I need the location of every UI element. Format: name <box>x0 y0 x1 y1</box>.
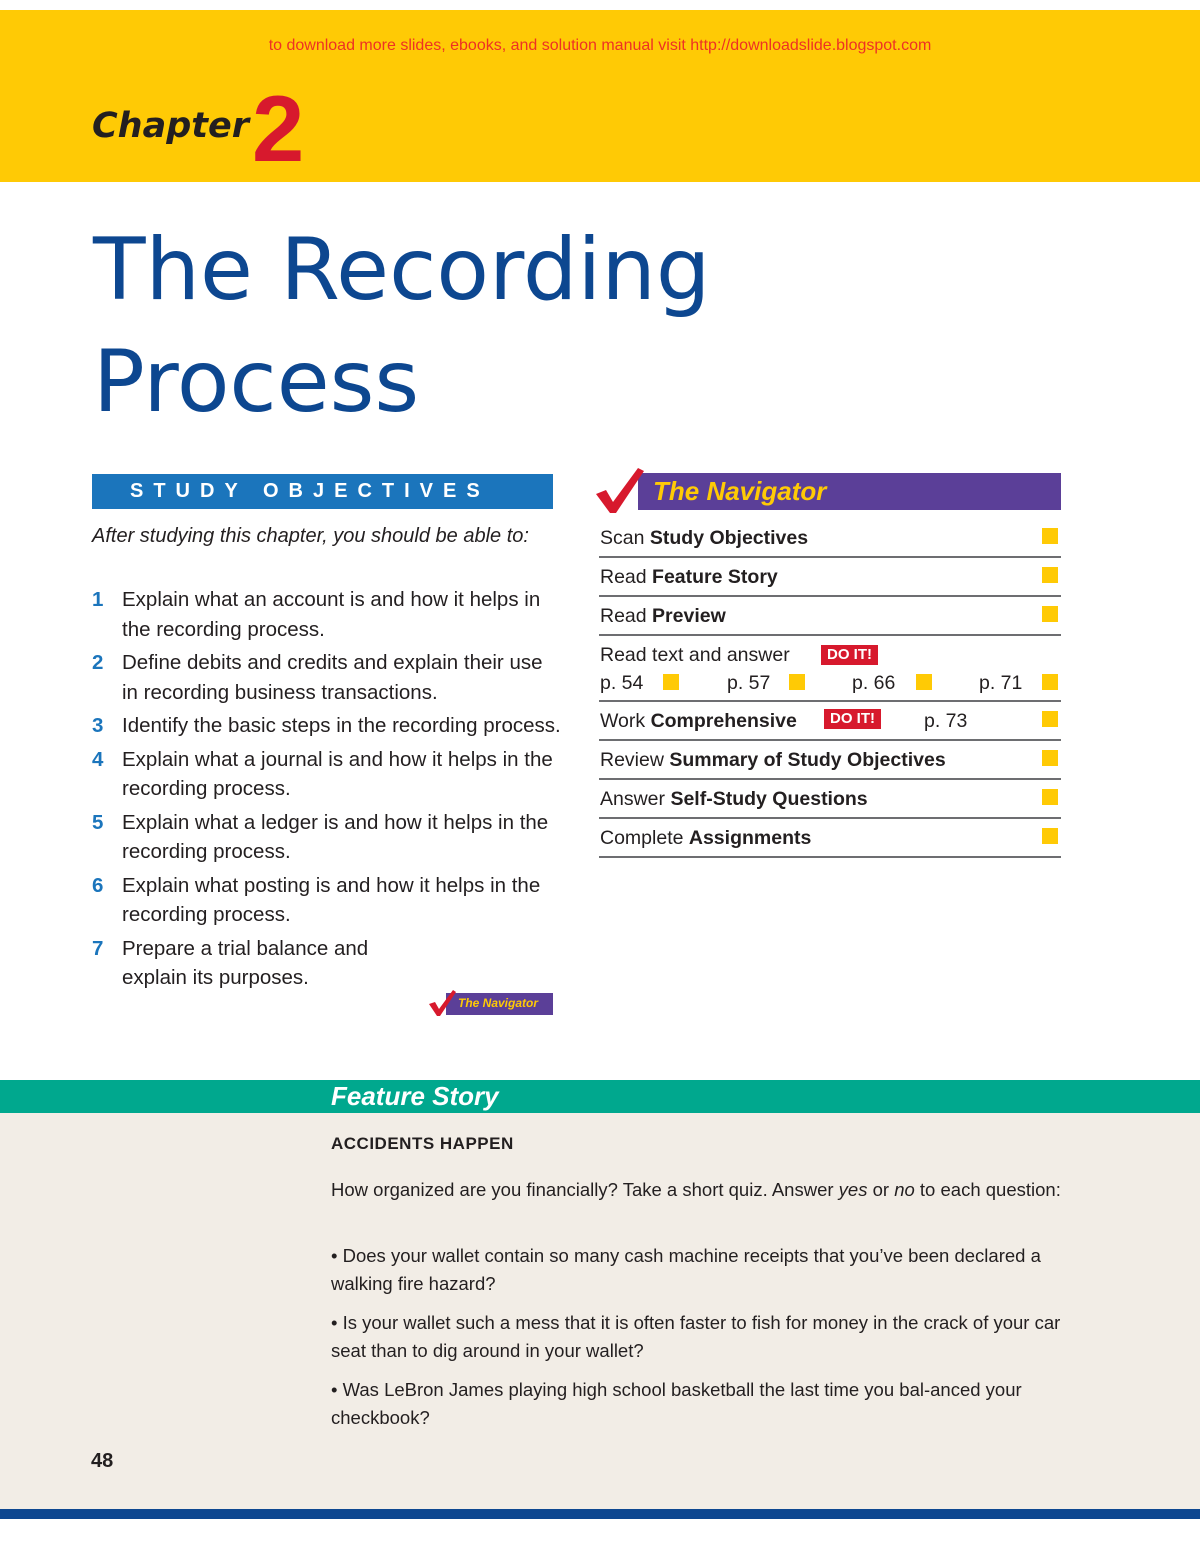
checkbox-square[interactable] <box>1042 711 1058 727</box>
navigator-row: Review Summary of Study Objectives <box>599 741 1061 780</box>
feature-story-intro: How organized are you financially? Take … <box>331 1176 1061 1204</box>
navigator-title: The Navigator <box>653 476 827 506</box>
objective-number: 4 <box>92 747 104 771</box>
mini-navigator-label: The Navigator <box>458 996 539 1010</box>
checkbox-square[interactable] <box>789 674 805 690</box>
page-ref: p. 66 <box>852 672 896 694</box>
navigator-row-verb: Work <box>600 710 651 732</box>
navigator-row-verb: Answer <box>600 788 671 810</box>
navigator-row: Read Preview <box>599 597 1061 636</box>
intro-no: no <box>894 1179 915 1200</box>
navigator-heading-bar <box>638 473 1061 510</box>
intro-text-end: to each question: <box>914 1179 1061 1200</box>
study-objective-item: 7 Prepare a trial balance and explain its… <box>92 934 422 993</box>
intro-yes: yes <box>838 1179 868 1200</box>
study-objective-item: 4 Explain what a journal is and how it he… <box>92 745 562 804</box>
navigator-row-verb: Review <box>600 749 670 771</box>
navigator-heading: The Navigator <box>596 468 1061 513</box>
chapter-banner <box>0 10 1200 182</box>
checkbox-square[interactable] <box>1042 567 1058 583</box>
chapter-title-line2: Process <box>93 332 420 432</box>
navigator-row-item: Summary of Study Objectives <box>669 749 946 771</box>
mini-navigator-bar <box>446 993 553 1015</box>
navigator-checklist: Scan Study Objectives Read Feature Story… <box>599 519 1061 858</box>
checkbox-square[interactable] <box>663 674 679 690</box>
navigator-row: Answer Self-Study Questions <box>599 780 1061 819</box>
objective-text: Define debits and credits and explain th… <box>122 651 543 704</box>
quiz-bullet: • Does your wallet contain so many cash … <box>331 1245 1041 1294</box>
page-ref: p. 71 <box>979 672 1023 694</box>
navigator-row: Read Feature Story <box>599 558 1061 597</box>
navigator-row: Complete Assignments <box>599 819 1061 858</box>
intro-text: How organized are you financially? Take … <box>331 1179 839 1200</box>
quiz-bullet: • Is your wallet such a mess that it is … <box>331 1312 1061 1361</box>
checkbox-square[interactable] <box>1042 606 1058 622</box>
bottom-rule <box>0 1509 1200 1519</box>
navigator-row-item: Preview <box>652 605 726 627</box>
study-objectives-list: 1 Explain what an account is and how it h… <box>92 585 562 997</box>
do-it-badge: DO IT! <box>821 645 878 665</box>
objective-number: 3 <box>92 714 104 737</box>
navigator-row: Scan Study Objectives <box>599 519 1061 558</box>
checkbox-square[interactable] <box>916 674 932 690</box>
checkbox-square[interactable] <box>1042 750 1058 766</box>
study-objectives-intro: After studying this chapter, you should … <box>92 525 529 547</box>
chapter-title-line1: The Recording <box>93 220 711 320</box>
navigator-row-item: Comprehensive <box>650 710 797 732</box>
navigator-row-verb: Complete <box>600 827 689 849</box>
page-ref: p. 57 <box>727 672 771 694</box>
study-objective-item: 3 Identify the basic steps in the recordi… <box>92 711 562 741</box>
objective-text: Explain what a journal is and how it hel… <box>122 747 553 801</box>
feature-story-band <box>0 1080 1200 1113</box>
page-ref: p. 73 <box>924 710 968 732</box>
checkmark-icon <box>429 990 456 1016</box>
study-objective-item: 5 Explain what a ledger is and how it hel… <box>92 808 562 867</box>
navigator-row-item: Self-Study Questions <box>670 788 868 810</box>
mini-navigator-badge: The Navigator <box>428 989 553 1016</box>
do-it-badge: DO IT! <box>824 709 881 729</box>
navigator-row-item: Assignments <box>688 827 812 849</box>
objective-number: 7 <box>92 936 104 960</box>
download-note: to download more slides, ebooks, and sol… <box>268 37 932 54</box>
study-objective-item: 2 Define debits and credits and explain t… <box>92 648 562 707</box>
navigator-row-item: Study Objectives <box>649 527 809 549</box>
checkbox-square[interactable] <box>1042 789 1058 805</box>
page-ref: p. 54 <box>600 672 644 694</box>
objective-number: 2 <box>92 651 104 674</box>
chapter-label: Chapter <box>92 106 250 146</box>
navigator-row: Work Comprehensive DO IT! p. 73 <box>599 702 1061 741</box>
checkbox-square[interactable] <box>1042 828 1058 844</box>
checkmark-icon <box>596 468 644 513</box>
objective-number: 5 <box>92 810 104 834</box>
objective-text: Prepare a trial balance and explain its … <box>122 936 369 990</box>
objective-number: 6 <box>92 873 104 897</box>
objective-text: Explain what an account is and how it he… <box>122 588 541 641</box>
study-objectives-heading: STUDY OBJECTIVES <box>92 474 553 509</box>
navigator-row-verb: Read <box>600 566 653 588</box>
objective-text: Explain what a ledger is and how it help… <box>122 810 549 864</box>
objective-text: Explain what posting is and how it helps… <box>122 873 541 927</box>
navigator-row-verb: Read text and answer <box>600 644 790 666</box>
checkbox-square[interactable] <box>1042 674 1058 690</box>
quiz-bullet: • Was LeBron James playing high school b… <box>331 1379 1022 1428</box>
navigator-row-verb: Scan <box>600 527 650 549</box>
navigator-row-item: Feature Story <box>652 566 778 588</box>
feature-story-title: Feature Story <box>331 1081 499 1111</box>
feature-story-heading: ACCIDENTS HAPPEN <box>331 1134 514 1153</box>
study-objective-item: 6 Explain what posting is and how it help… <box>92 871 562 930</box>
checkbox-square[interactable] <box>1042 528 1058 544</box>
study-objective-item: 1 Explain what an account is and how it h… <box>92 585 562 644</box>
feature-story-panel <box>0 1113 1200 1509</box>
objective-text: Identify the basic steps in the recordin… <box>122 714 561 737</box>
chapter-title: The Recording Process <box>93 214 710 438</box>
intro-or: or <box>867 1179 895 1200</box>
chapter-number: 2 <box>252 76 305 181</box>
navigator-row-verb: Read <box>600 605 653 627</box>
navigator-row: Read text and answer DO IT! p. 54 p. 57 … <box>599 636 1061 702</box>
objective-number: 1 <box>92 588 104 611</box>
page-number: 48 <box>91 1450 114 1472</box>
